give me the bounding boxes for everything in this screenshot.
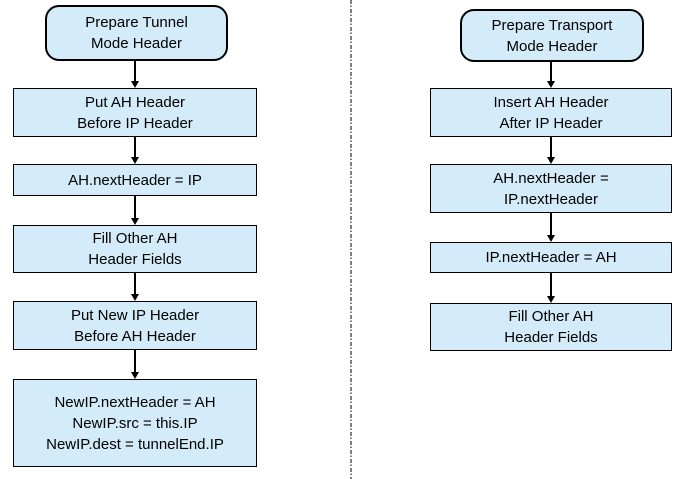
node-text-line: Header Fields xyxy=(504,329,598,346)
flow-arrow-down xyxy=(130,61,140,88)
arrow-head xyxy=(547,81,555,88)
node-text-line: Mode Header xyxy=(506,37,598,55)
flow-arrow-down xyxy=(130,137,140,164)
arrow-head xyxy=(131,218,139,225)
flow-arrow-down xyxy=(546,62,556,88)
tunnel-step-put-ah-header-node: Put AH Header Before IP Header xyxy=(13,88,257,137)
arrow-shaft xyxy=(134,196,136,218)
node-text-line: Before AH Header xyxy=(74,327,196,345)
transport-start-node: Prepare Transport Mode Header xyxy=(460,9,644,62)
node-text-line: NewIP.nextHeader = AH xyxy=(54,393,216,411)
arrow-shaft xyxy=(550,213,552,235)
arrow-shaft xyxy=(134,137,136,157)
arrow-shaft xyxy=(134,350,136,372)
node-text-line: IP.nextHeader = AH xyxy=(485,249,617,266)
arrow-head xyxy=(547,157,555,164)
node-text-line: Fill Other AH xyxy=(508,308,594,325)
tunnel-step-ah-nextheader-node: AH.nextHeader = IP xyxy=(13,164,257,196)
transport-step-insert-ah-header-node: Insert AH Header After IP Header xyxy=(430,88,672,137)
arrow-head xyxy=(131,157,139,164)
node-text-line: Prepare Transport xyxy=(491,16,613,34)
node-text-line: Prepare Tunnel xyxy=(85,14,188,31)
node-text-line: NewIP.src = this.IP xyxy=(72,414,198,432)
node-text-line: Fill Other AH xyxy=(92,230,178,247)
tunnel-start-node: Prepare Tunnel Mode Header xyxy=(45,5,228,61)
tunnel-step-fill-ah-fields-node: Fill Other AH Header Fields xyxy=(13,225,257,273)
arrow-shaft xyxy=(134,273,136,294)
arrow-shaft xyxy=(550,137,552,157)
tunnel-step-put-new-ip-header-node: Put New IP Header Before AH Header xyxy=(13,301,257,350)
transport-step-fill-ah-fields-node: Fill Other AH Header Fields xyxy=(430,303,672,351)
flow-arrow-down xyxy=(130,273,140,301)
flow-arrow-down xyxy=(546,137,556,164)
transport-step-ah-nextheader-node: AH.nextHeader = IP.nextHeader xyxy=(430,164,672,213)
node-text-line: AH.nextHeader = IP xyxy=(68,171,202,189)
flow-arrow-down xyxy=(130,196,140,225)
flow-arrow-down xyxy=(546,213,556,242)
node-text-line: After IP Header xyxy=(499,114,603,132)
flow-arrow-down xyxy=(546,273,556,303)
node-text-line: Put AH Header xyxy=(84,93,186,111)
transport-step-ip-nextheader-node: IP.nextHeader = AH xyxy=(430,242,672,273)
arrow-shaft xyxy=(550,273,552,296)
arrow-shaft xyxy=(550,62,552,81)
arrow-head xyxy=(131,294,139,301)
arrow-head xyxy=(547,235,555,242)
flow-arrow-down xyxy=(130,350,140,379)
arrow-head xyxy=(547,296,555,303)
node-text-line: Header Fields xyxy=(88,251,182,268)
dash-dot-divider-line xyxy=(350,0,352,479)
node-text-line: NewIP.dest = tunnelEnd.IP xyxy=(46,435,224,453)
tunnel-step-newip-assignments-node: NewIP.nextHeader = AH NewIP.src = this.I… xyxy=(13,379,257,467)
node-text-line: Before IP Header xyxy=(77,114,193,132)
node-text-line: Mode Header xyxy=(91,35,182,52)
arrow-head xyxy=(131,372,139,379)
arrow-head xyxy=(131,81,139,88)
arrow-shaft xyxy=(134,61,136,81)
node-text-line: Put New IP Header xyxy=(70,306,200,324)
node-text-line: IP.nextHeader xyxy=(504,190,598,208)
node-text-line: Insert AH Header xyxy=(493,93,609,111)
node-text-line: AH.nextHeader = xyxy=(493,169,609,187)
